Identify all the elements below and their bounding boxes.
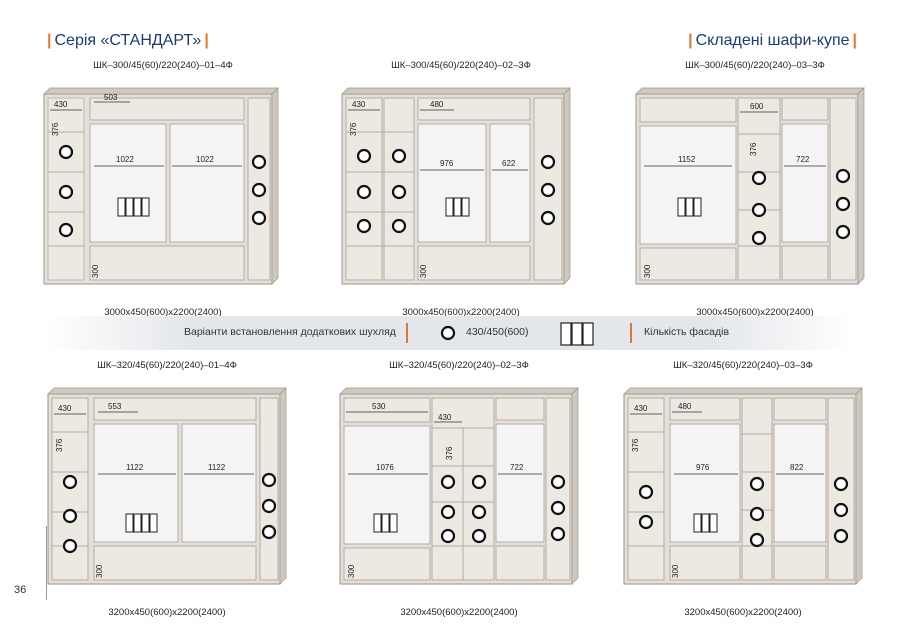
dim-door-1: 1076 (376, 463, 394, 472)
dim-top-width: 480 (430, 100, 444, 109)
dim-bottom-height: 300 (91, 264, 100, 278)
dim-shelf-width: 430 (352, 100, 366, 109)
dim-door-1: 976 (440, 159, 454, 168)
product-card: ШК–320/45(60)/220(240)–03–3Ф (618, 360, 868, 618)
legend-drawers-text: Варіанти встановлення додаткових шухляд (184, 326, 396, 338)
dim-door-2: 722 (510, 463, 524, 472)
legend-separator (630, 323, 632, 343)
wardrobe-drawing: 430 503 1022 1022 376 300 (43, 87, 279, 285)
dim-shelf-width: 430 (634, 404, 648, 413)
wardrobe-drawing: 430 553 1122 1122 376 300 (47, 387, 287, 585)
dim-bottom-height: 300 (671, 564, 680, 578)
dim-door-2: 1022 (196, 155, 214, 164)
handle-icon (440, 325, 456, 341)
series-title: |Серія «СТАНДАРТ»| (44, 32, 212, 50)
dim-door-1: 1122 (126, 463, 144, 472)
series-title-text: Серія «СТАНДАРТ» (54, 32, 202, 49)
dim-shelf-height: 376 (349, 122, 358, 136)
page-number: 36 (14, 584, 27, 596)
dim-top-width-2: 430 (438, 413, 452, 422)
dim-door-2: 822 (790, 463, 804, 472)
product-card: ШК–320/45(60)/220(240)–02–3Ф 530 (334, 360, 584, 618)
dim-door-2: 1122 (208, 463, 226, 472)
dim-shelf-height: 376 (55, 438, 64, 452)
dim-door-2: 722 (796, 155, 810, 164)
dim-door-2: 622 (502, 159, 516, 168)
dim-top-width: 503 (104, 93, 118, 102)
legend-separator (406, 323, 408, 343)
dim-shelf-height: 376 (749, 142, 758, 156)
dim-bottom-height: 300 (643, 264, 652, 278)
dim-shelf-height: 376 (51, 122, 60, 136)
dim-shelf-width: 430 (58, 404, 72, 413)
dim-bottom-height: 300 (347, 564, 356, 578)
dim-top-width: 530 (372, 402, 386, 411)
wardrobe-drawing: 600 1152 722 376 300 (635, 87, 865, 285)
product-card: ШК–320/45(60)/220(240)–01–4Ф 430 553 112… (42, 360, 292, 618)
legend-band: Варіанти встановлення додаткових шухляд … (46, 316, 854, 350)
product-card: ШК–300/45(60)/220(240)–03–3Ф 600 1152 72… (630, 60, 880, 318)
product-size: 3000х450(600)х2200(2400) (104, 307, 222, 318)
dim-door-1: 1152 (678, 155, 696, 164)
title-bar-right: | (852, 32, 857, 49)
product-card: ШК–300/45(60)/220(240)–01–4Ф 430 503 102… (38, 60, 288, 318)
product-code: ШК–320/45(60)/220(240)–01–4Ф (97, 360, 237, 371)
dim-shelf-height: 376 (631, 438, 640, 452)
product-code: ШК–300/45(60)/220(240)–02–3Ф (391, 60, 531, 71)
page-divider (46, 526, 47, 600)
product-code: ШК–320/45(60)/220(240)–02–3Ф (389, 360, 529, 371)
dim-shelf-height: 376 (445, 446, 454, 460)
legend-handle-text: 430/450(600) (466, 326, 529, 338)
dim-top-width: 600 (750, 102, 764, 111)
product-size: 3000х450(600)х2200(2400) (696, 307, 814, 318)
product-size: 3200х450(600)х2200(2400) (400, 607, 518, 618)
product-size: 3200х450(600)х2200(2400) (684, 607, 802, 618)
dim-top-width: 553 (108, 402, 122, 411)
product-code: ШК–320/45(60)/220(240)–03–3Ф (673, 360, 813, 371)
wardrobe-drawing: 430 480 976 622 376 300 (341, 87, 571, 285)
wardrobe-drawing: 430 480 976 822 376 300 (623, 387, 863, 585)
product-card: ШК–300/45(60)/220(240)–02–3Ф 430 480 (336, 60, 586, 318)
product-size: 3200х450(600)х2200(2400) (108, 607, 226, 618)
product-size: 3000х450(600)х2200(2400) (402, 307, 520, 318)
title-bar-right: | (204, 32, 209, 49)
title-bar-left: | (688, 32, 693, 49)
catalog-title: |Складені шафи-купе| (685, 32, 860, 50)
title-bar-left: | (47, 32, 52, 49)
dim-bottom-height: 300 (95, 564, 104, 578)
dim-shelf-width: 430 (54, 100, 68, 109)
dim-top-width: 480 (678, 402, 692, 411)
facades-icon (560, 322, 594, 346)
dim-door-1: 976 (696, 463, 710, 472)
wardrobe-drawing: 530 430 1076 722 376 300 (339, 387, 579, 585)
dim-bottom-height: 300 (419, 264, 428, 278)
product-code: ШК–300/45(60)/220(240)–01–4Ф (93, 60, 233, 71)
legend-facades-text: Кількість фасадів (644, 326, 730, 338)
dim-door-1: 1022 (116, 155, 134, 164)
catalog-title-text: Складені шафи-купе (695, 32, 850, 49)
product-code: ШК–300/45(60)/220(240)–03–3Ф (685, 60, 825, 71)
